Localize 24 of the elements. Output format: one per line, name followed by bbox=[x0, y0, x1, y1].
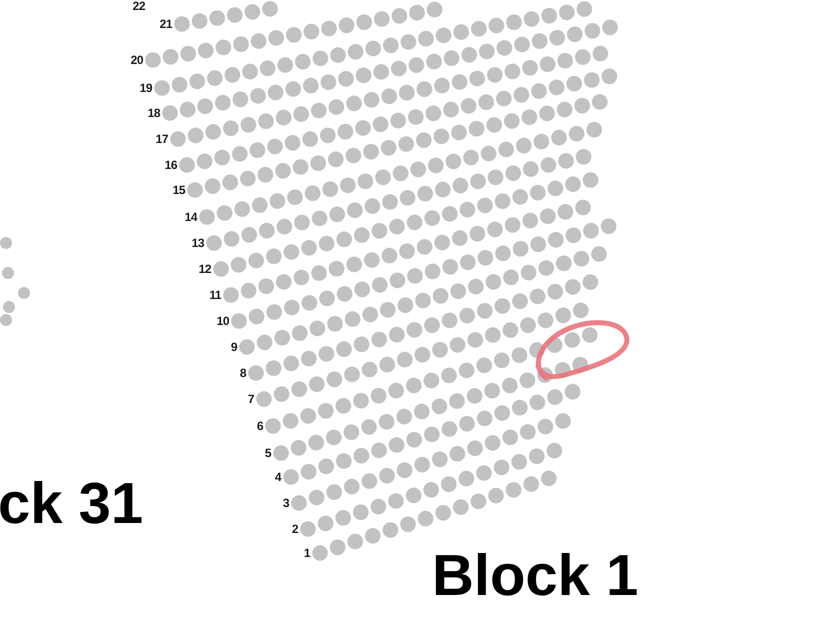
row-number: 14 bbox=[184, 211, 197, 223]
row-number: 5 bbox=[264, 447, 271, 459]
row-number: 18 bbox=[148, 107, 160, 119]
row-number: 22 bbox=[132, 0, 145, 12]
block-label: ck 31 bbox=[0, 475, 144, 533]
row-number: 11 bbox=[209, 289, 221, 301]
row-number: 6 bbox=[256, 420, 263, 432]
row-number: 4 bbox=[274, 471, 281, 483]
row-number: 17 bbox=[156, 133, 168, 145]
block-label: Block 1 bbox=[432, 547, 638, 605]
row-number: 2 bbox=[292, 523, 298, 535]
row-number: 16 bbox=[164, 159, 177, 171]
row-number: 21 bbox=[160, 18, 172, 30]
row-number: 9 bbox=[230, 341, 237, 353]
row-number: 19 bbox=[140, 82, 152, 94]
row-number: 10 bbox=[216, 315, 229, 327]
row-number: 13 bbox=[192, 237, 204, 249]
row-number: 7 bbox=[248, 393, 254, 405]
row-number: 20 bbox=[130, 54, 143, 66]
row-number: 3 bbox=[282, 497, 289, 509]
row-number: 12 bbox=[198, 263, 211, 275]
row-number: 8 bbox=[240, 367, 246, 379]
row-number: 1 bbox=[304, 547, 310, 559]
row-number: 15 bbox=[172, 184, 185, 196]
